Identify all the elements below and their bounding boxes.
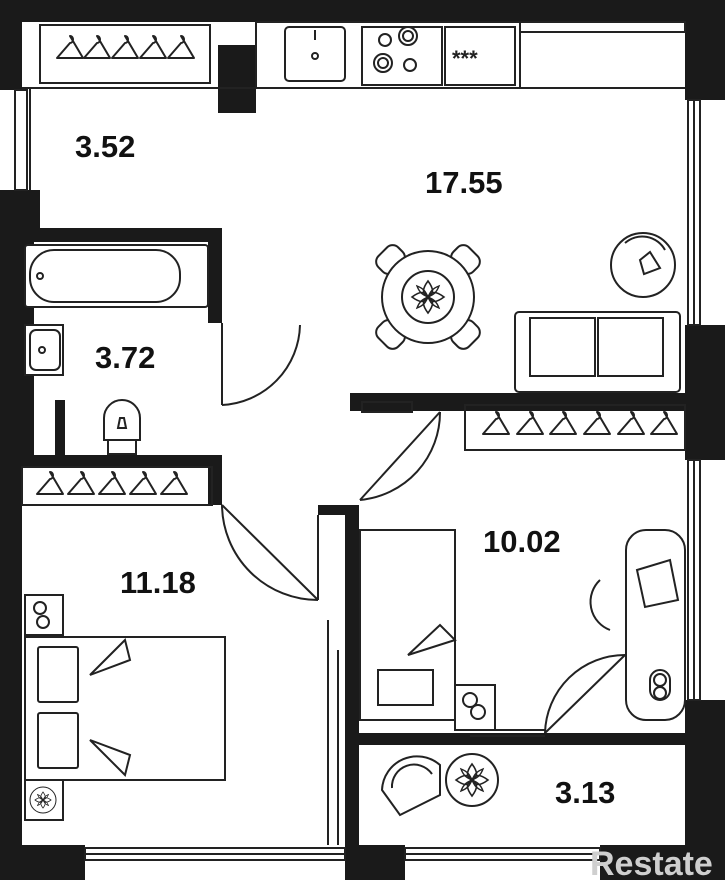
flower-icon [445,753,499,807]
armchair [610,232,676,298]
kids-bed [359,529,457,721]
desk [589,529,686,721]
windows [14,21,701,861]
balcony-furniture [380,755,441,817]
area-kitchen-living: 17.55 [425,165,503,200]
area-kids-room: 10.02 [483,524,561,559]
doors [221,323,626,737]
stove-panel: *** [452,46,478,71]
bathroom-fixtures [24,244,209,455]
hall-wardrobe [39,24,211,84]
inner-lines [21,87,686,845]
nightstand-top [24,594,64,636]
toy-box [454,684,496,731]
nightstand-bottom [24,779,64,821]
watermark-logo: Restate [590,845,713,880]
area-hall: 3.52 [75,129,135,164]
sofa [514,311,681,393]
bedroom-wardrobe-hangers [36,471,188,495]
bed [24,636,226,781]
area-balcony: 3.13 [555,775,615,810]
area-bathroom: 3.72 [95,340,155,375]
kitchen-counter [255,21,521,89]
kids-wardrobe-hangers [482,411,678,435]
area-bedroom: 11.18 [120,565,196,600]
